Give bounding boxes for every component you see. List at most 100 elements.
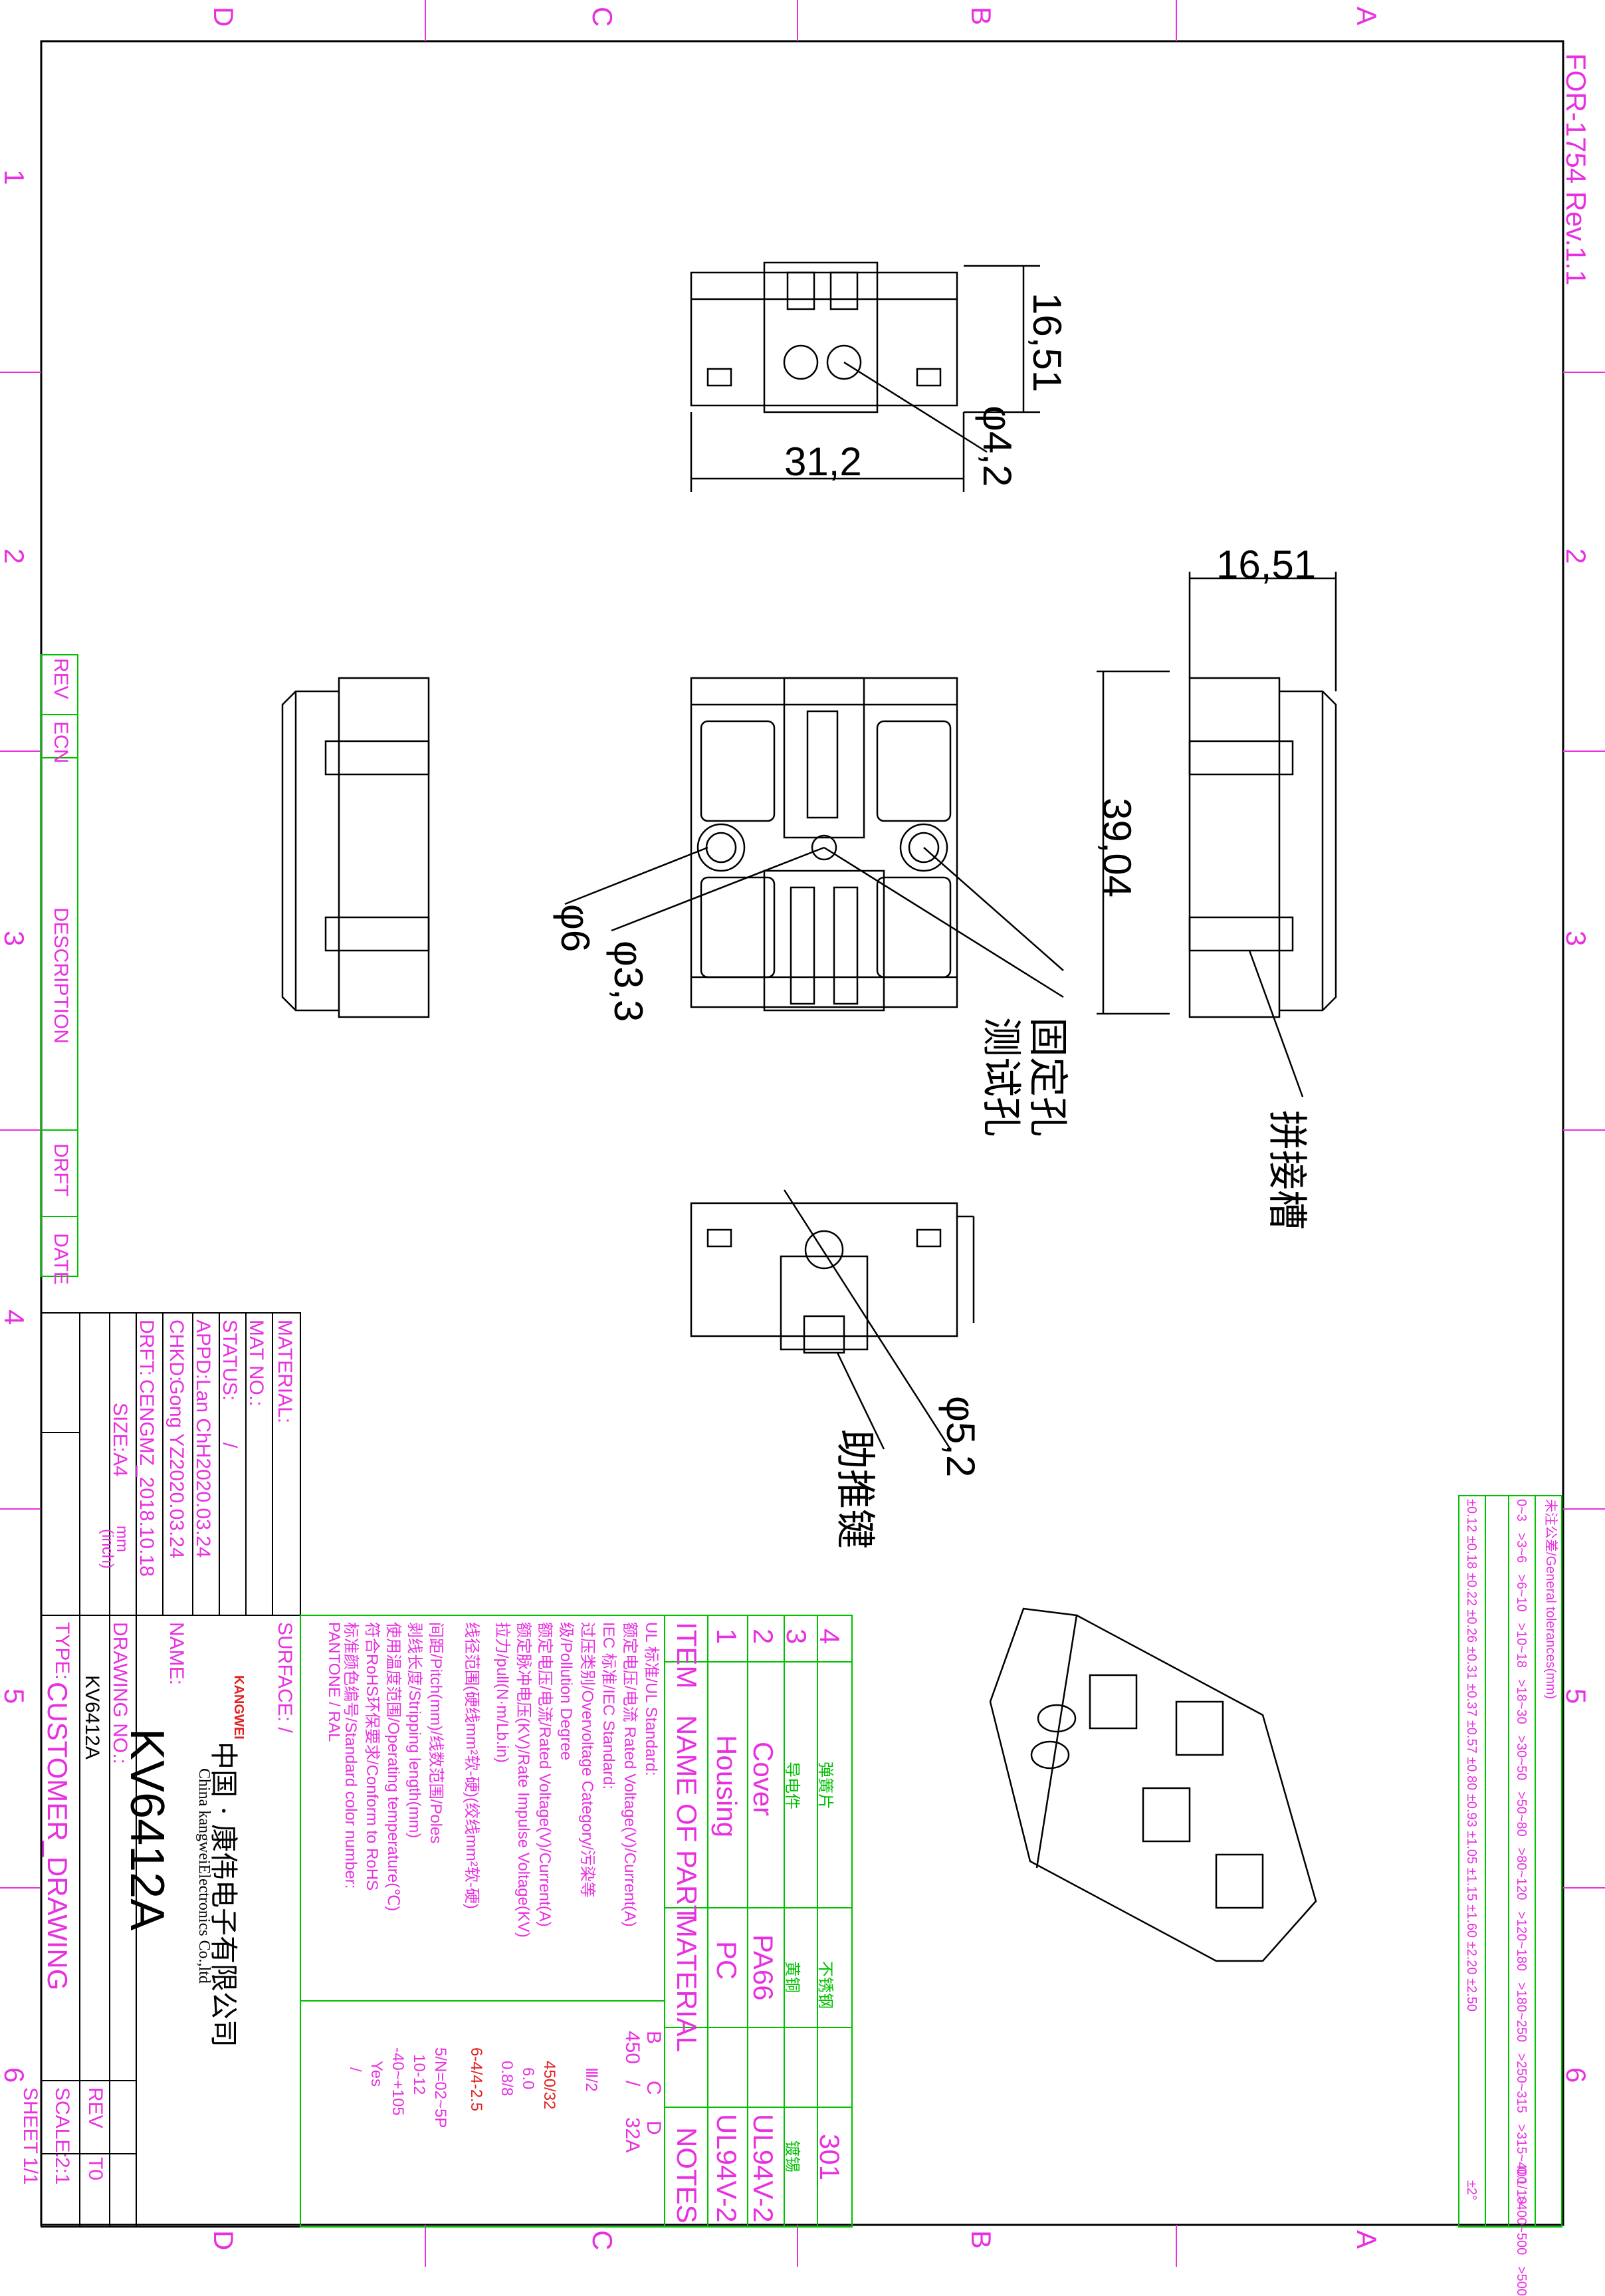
surface-label: SURFACE: / bbox=[274, 1622, 296, 1733]
part-row-3-item: 3 bbox=[781, 1629, 812, 1645]
part-row-4-notes: 301 bbox=[814, 2134, 845, 2181]
zone-number-2-right: 2 bbox=[1560, 548, 1592, 564]
parts-header-notes: NOTES bbox=[671, 2127, 702, 2224]
top-view bbox=[690, 261, 1040, 492]
type-label: TYPE: bbox=[51, 1622, 73, 1680]
status-label: STATUS: bbox=[219, 1320, 241, 1401]
part-row-3-notes: 镀锡 bbox=[783, 2140, 801, 2172]
part-row-2-material: PA66 bbox=[748, 1934, 779, 2001]
dim-top-height: 16,51 bbox=[1025, 292, 1069, 393]
drft-label-title: DRFT: bbox=[136, 1320, 158, 1376]
status-value: / bbox=[219, 1442, 241, 1448]
spec-label-7: 拉力/pull(N·m/Lb.in) bbox=[493, 1622, 511, 1764]
tolerance-angle: 0.1/10 bbox=[1514, 2167, 1529, 2204]
spec-label-10: 剥线长度/Stripping length(mm) bbox=[405, 1622, 423, 1839]
part-row-3-name: 导电件 bbox=[783, 1762, 801, 1809]
scale-label: SCALE: bbox=[51, 2087, 73, 2158]
spec-label-12: 符合RoHS环保要求/Conform to RoHS bbox=[363, 1622, 381, 1891]
outer-frame bbox=[40, 40, 1564, 2226]
spec-label-4: 级/Pollution Degree bbox=[557, 1622, 575, 1761]
spec-label-6: 额定脉冲电压(KV)/Rate Impulse Voltage(KV) bbox=[514, 1622, 532, 1938]
dim-hole-3-3: φ3,3 bbox=[606, 941, 651, 1022]
part-row-1-item: 1 bbox=[711, 1629, 742, 1645]
sheet-label: SHEET bbox=[19, 2087, 41, 2154]
company-en: China kangweiElectronics Co.,ltd bbox=[195, 1768, 213, 1984]
unit-alt-label: (inch) bbox=[98, 1529, 116, 1569]
spec-value-7: 0.8/8 bbox=[498, 2061, 516, 2097]
spec-value-13: / bbox=[346, 2067, 364, 2072]
spec-value-9: 5/N=02~5P bbox=[431, 2047, 449, 2128]
spec-label-13: 标准颜色编号/Standard color number: bbox=[342, 1622, 360, 1889]
tolerance-values: ±0.12 ±0.18 ±0.22 ±0.26 ±0.31 ±0.37 ±0.5… bbox=[1464, 1499, 1479, 2011]
scale-value: 2:1 bbox=[51, 2157, 73, 2185]
spec-32a: 32A bbox=[621, 2117, 643, 2153]
tolerance-title: 未注公差/General tolerances(mm) bbox=[1543, 1499, 1558, 1700]
type-value: CUSTOMER_DRAWING bbox=[42, 1682, 73, 1991]
front-view bbox=[564, 677, 1064, 1012]
dim-hole-6: φ6 bbox=[553, 904, 597, 953]
left-side-view bbox=[281, 677, 430, 1018]
revision-column bbox=[41, 654, 78, 1277]
sheet-value: 1/1 bbox=[19, 2157, 41, 2185]
zone-number-6-right: 6 bbox=[1560, 2067, 1592, 2083]
appd-value: Lan ChH2020.03.24 bbox=[192, 1379, 214, 1558]
zone-letter-b-bottom: B bbox=[966, 2230, 997, 2249]
spec-value-6: 6.0 bbox=[519, 2067, 537, 2090]
part-row-2-name: Cover bbox=[748, 1742, 779, 1817]
rev-value: T0 bbox=[84, 2157, 106, 2181]
rev-label: REV bbox=[50, 658, 72, 699]
spec-label-1: 额定电压/电流 Rated Voltage(V)/Current(A) bbox=[621, 1622, 639, 1927]
dim-top-hole: φ4,2 bbox=[975, 405, 1019, 487]
part-row-1-material: PC bbox=[711, 1941, 742, 1980]
spec-label-2: IEC 标准/IEC Standard: bbox=[599, 1622, 617, 1790]
dim-hole-5-2: φ5,2 bbox=[938, 1396, 983, 1478]
zone-letter-b-top: B bbox=[966, 7, 997, 26]
tolerance-table-lines bbox=[1458, 1495, 1562, 2228]
ecn-label: ECN bbox=[50, 721, 72, 764]
dim-top-width: 31,2 bbox=[784, 439, 862, 484]
spec-value-10: 10-12 bbox=[410, 2054, 428, 2095]
spec-label-9: 间距/Pitch(mm)/线数范围/Poles bbox=[427, 1622, 445, 1844]
drft-value: CENGMZ_2018.10.18 bbox=[136, 1379, 158, 1577]
col-d: D bbox=[643, 2121, 665, 2135]
date-label: DATE bbox=[50, 1233, 72, 1285]
col-b: B bbox=[643, 2031, 665, 2045]
size-label: SIZE:A4 bbox=[109, 1403, 131, 1477]
part-row-2-item: 2 bbox=[748, 1629, 779, 1645]
description-label: DESCRIPTION bbox=[50, 907, 72, 1044]
spec-label-14: PANTONE / RAL bbox=[325, 1622, 343, 1742]
drft-label: DRFT bbox=[50, 1143, 72, 1197]
zone-number-3-left: 3 bbox=[0, 931, 30, 947]
zone-letter-a-top: A bbox=[1351, 7, 1382, 26]
zone-letter-d-bottom: D bbox=[208, 2230, 239, 2251]
spec-value-12: Yes bbox=[368, 2061, 385, 2087]
part-row-4-name: 弹簧片 bbox=[816, 1762, 834, 1809]
dim-side-width: 16,51 bbox=[1216, 542, 1317, 587]
zone-number-4-left: 4 bbox=[0, 1310, 30, 1325]
spec-label-5: 额定电压/电流/Rated Voltage(V)/Current(A) bbox=[536, 1622, 554, 1927]
zone-letter-c-top: C bbox=[587, 7, 618, 27]
parts-header-material: MATERIAL bbox=[671, 1914, 702, 2052]
rev-label-title: REV bbox=[84, 2087, 106, 2128]
spec-value-5: 450/32 bbox=[540, 2061, 558, 2110]
tolerance-angle-tol: ±2° bbox=[1464, 2180, 1479, 2201]
parts-header-name: NAME OF PART bbox=[671, 1715, 702, 1922]
spec-450: 450 bbox=[621, 2031, 643, 2065]
parts-table-lines bbox=[300, 1615, 853, 2228]
part-row-2-notes: UL94V-2 bbox=[748, 2114, 779, 2223]
name-value: KV6412A bbox=[120, 1728, 173, 1931]
zone-letter-c-bottom: C bbox=[587, 2230, 618, 2251]
right-side-view bbox=[1097, 572, 1337, 1097]
dim-side-height: 39,04 bbox=[1095, 798, 1139, 898]
drawing-no-value: KV6412A bbox=[81, 1675, 103, 1760]
part-row-4-item: 4 bbox=[814, 1629, 845, 1645]
spec-value-11: -40~+105 bbox=[389, 2047, 407, 2116]
parts-header-item: ITEM bbox=[671, 1622, 702, 1689]
zone-number-6-left: 6 bbox=[0, 2067, 30, 2083]
isometric-view bbox=[989, 1607, 1317, 1962]
callout-test-hole: 测试孔 bbox=[979, 1017, 1023, 1137]
name-label: NAME: bbox=[165, 1622, 187, 1686]
spec-label-3: 过压类别/Overvoltage Category/污染等 bbox=[578, 1622, 596, 1898]
